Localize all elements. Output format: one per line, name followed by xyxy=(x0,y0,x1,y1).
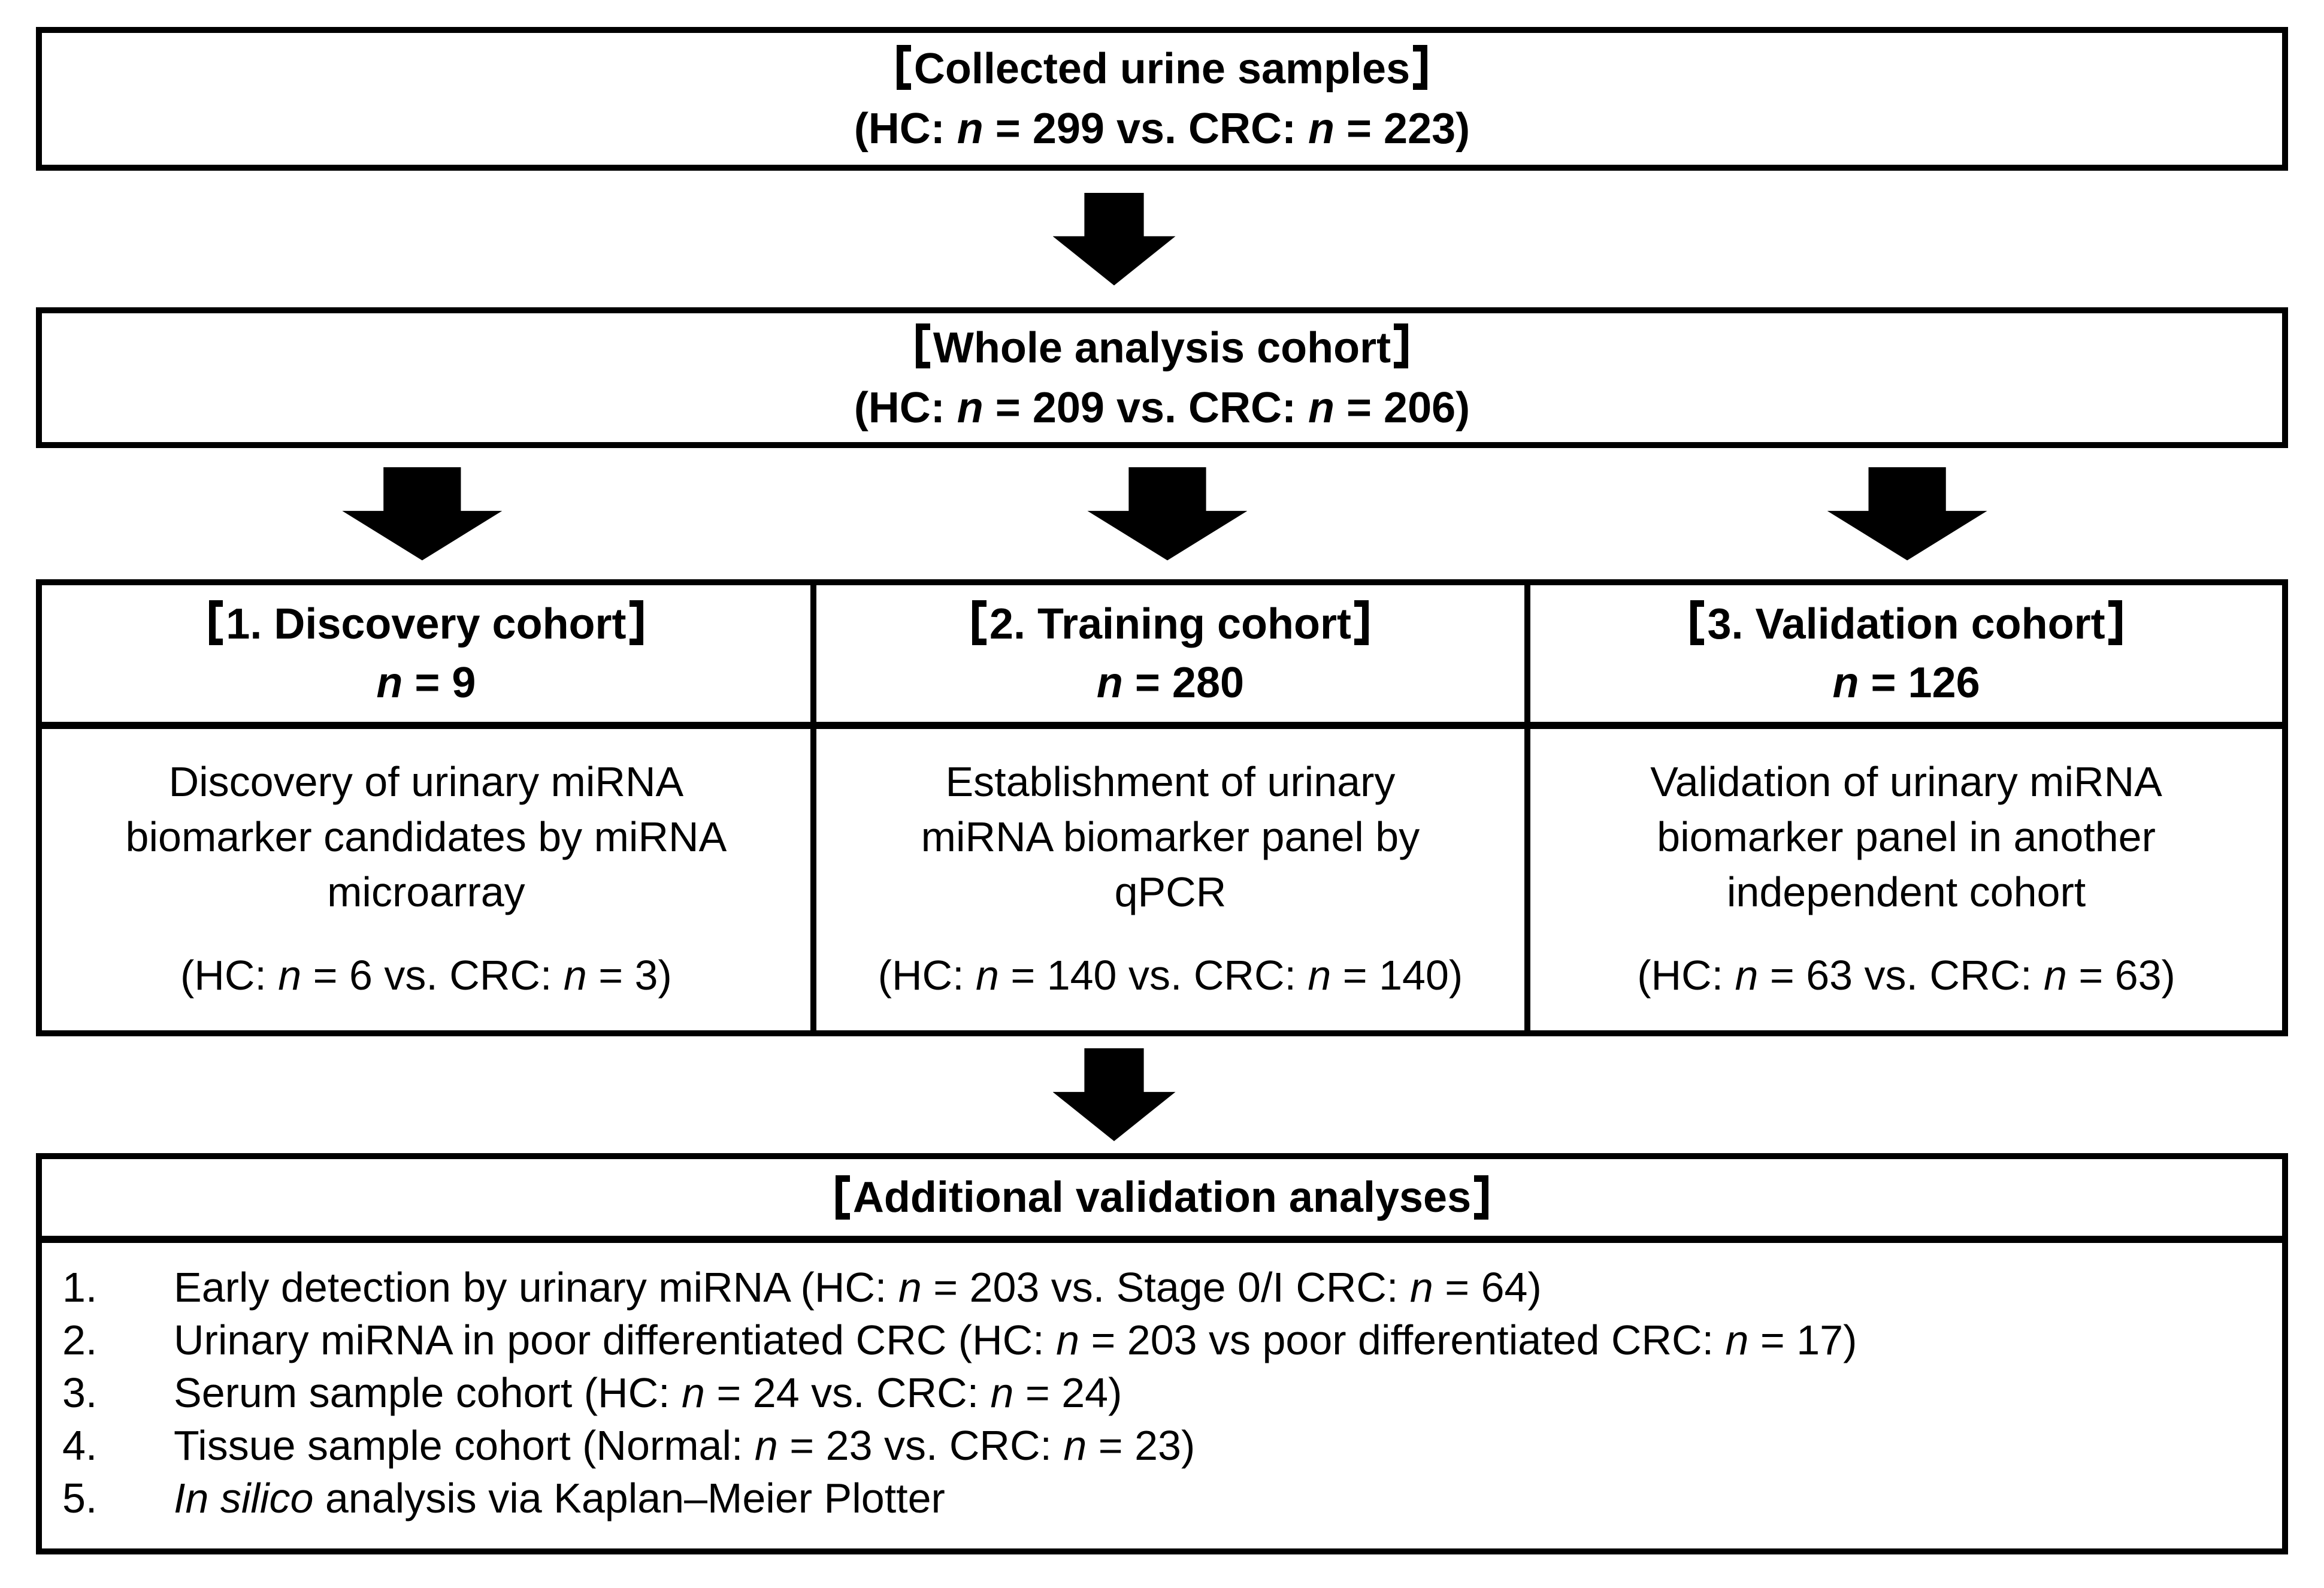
box-subtitle: (HC: n = 209 vs. CRC: n = 206) xyxy=(854,383,1470,432)
list-item-text: Early detection by urinary miRNA (HC: n … xyxy=(174,1264,1542,1311)
arrow-zone-1 xyxy=(36,171,2288,307)
training-cohort-box: 2. Training cohort n = 280 Establishment… xyxy=(810,585,1525,1030)
down-arrow-icon xyxy=(1827,467,1987,561)
list-item: 2. Urinary miRNA in poor differentiated … xyxy=(62,1314,2258,1366)
cohort-comparison: (HC: n = 6 vs. CRC: n = 3) xyxy=(180,952,672,999)
list-item-text: Serum sample cohort (HC: n = 24 vs. CRC:… xyxy=(174,1369,1122,1416)
down-arrow-icon xyxy=(1087,467,1248,561)
box-title: Whole analysis cohort xyxy=(916,318,1408,378)
cohort-header: 2. Training cohort n = 280 xyxy=(816,585,1525,729)
list-item-number: 5. xyxy=(62,1475,98,1522)
cohort-body: Validation of urinary miRNA biomarker pa… xyxy=(1530,729,2282,1030)
box-title: Collected urine samples xyxy=(897,39,1427,99)
cohort-body: Discovery of urinary miRNA biomarker can… xyxy=(42,729,810,1030)
additional-validation-box: Additional validation analyses 1. Early … xyxy=(36,1153,2288,1554)
validation-cohort-box: 3. Validation cohort n = 126 Validation … xyxy=(1524,585,2282,1030)
list-item-number: 1. xyxy=(62,1264,98,1311)
list-item: 5. In silico analysis via Kaplan–Meier P… xyxy=(62,1472,2258,1525)
cohort-header: 3. Validation cohort n = 126 xyxy=(1530,585,2282,729)
additional-validation-title: Additional validation analyses xyxy=(42,1159,2282,1243)
box-subtitle: (HC: n = 299 vs. CRC: n = 223) xyxy=(854,105,1470,153)
list-item-number: 3. xyxy=(62,1369,98,1416)
list-item: 4. Tissue sample cohort (Normal: n = 23 … xyxy=(62,1419,2258,1472)
cohort-description: Establishment of urinary miRNA biomarker… xyxy=(921,758,1420,915)
cohort-title: 3. Validation cohort xyxy=(1690,595,2123,654)
cohort-comparison: (HC: n = 63 vs. CRC: n = 63) xyxy=(1637,952,2175,999)
cohort-count: n = 9 xyxy=(376,659,476,707)
arrow-zone-3 xyxy=(36,1036,2288,1153)
down-arrow-icon xyxy=(1052,1048,1176,1141)
list-item-text: Urinary miRNA in poor differentiated CRC… xyxy=(174,1317,1857,1363)
down-arrow-icon xyxy=(342,467,503,561)
cohort-description: Discovery of urinary miRNA biomarker can… xyxy=(125,758,727,915)
cohort-count: n = 280 xyxy=(1096,659,1245,707)
down-arrow-icon xyxy=(1052,192,1176,286)
cohort-description: Validation of urinary miRNA biomarker pa… xyxy=(1650,758,2162,915)
collected-samples-box: Collected urine samples (HC: n = 299 vs.… xyxy=(36,27,2288,171)
list-item: 1. Early detection by urinary miRNA (HC:… xyxy=(62,1261,2258,1314)
cohort-title: 1. Discovery cohort xyxy=(208,595,644,654)
list-item-text: Tissue sample cohort (Normal: n = 23 vs.… xyxy=(174,1422,1196,1469)
list-item-number: 4. xyxy=(62,1422,98,1469)
arrow-zone-2 xyxy=(36,448,2288,579)
whole-analysis-cohort-box: Whole analysis cohort (HC: n = 209 vs. C… xyxy=(36,307,2288,448)
cohort-header: 1. Discovery cohort n = 9 xyxy=(42,585,810,729)
cohort-body: Establishment of urinary miRNA biomarker… xyxy=(816,729,1524,1030)
list-item-number: 2. xyxy=(62,1317,98,1363)
list-item-text: In silico analysis via Kaplan–Meier Plot… xyxy=(174,1475,945,1522)
additional-validation-list: 1. Early detection by urinary miRNA (HC:… xyxy=(42,1243,2282,1548)
cohort-columns-row: 1. Discovery cohort n = 9 Discovery of u… xyxy=(36,579,2288,1036)
list-item: 3. Serum sample cohort (HC: n = 24 vs. C… xyxy=(62,1366,2258,1419)
cohort-comparison: (HC: n = 140 vs. CRC: n = 140) xyxy=(877,952,1463,999)
cohort-count: n = 126 xyxy=(1832,659,1980,707)
discovery-cohort-box: 1. Discovery cohort n = 9 Discovery of u… xyxy=(42,585,810,1030)
cohort-title: 2. Training cohort xyxy=(972,595,1369,654)
